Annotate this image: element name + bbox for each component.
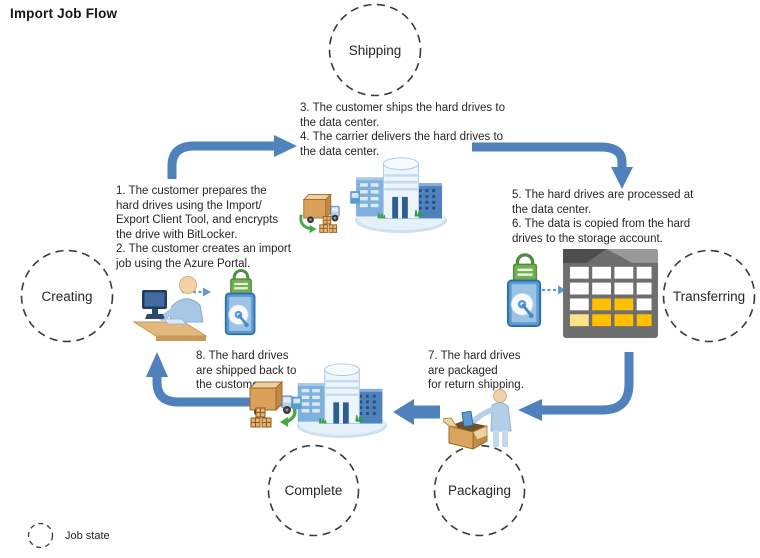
legend: Job state bbox=[27, 522, 110, 549]
packaging-person-icon bbox=[443, 389, 512, 450]
state-circle bbox=[662, 249, 756, 343]
storage-table-icon bbox=[563, 249, 658, 338]
step-text-ship-back: 8. The hard drives are shipped back to t… bbox=[196, 350, 297, 392]
customer-at-computer-icon bbox=[132, 276, 208, 341]
state-label-creating: Creating bbox=[41, 288, 93, 304]
state-creating: Creating bbox=[20, 249, 114, 343]
delivery-truck-icon bbox=[299, 193, 340, 234]
job-state-circle-icon bbox=[27, 522, 54, 549]
state-label-shipping: Shipping bbox=[348, 42, 402, 58]
encrypted-hard-drive-icon bbox=[224, 269, 256, 336]
state-label-packaging: Packaging bbox=[447, 483, 512, 498]
page-title: Import Job Flow bbox=[10, 6, 118, 21]
state-circle bbox=[267, 444, 360, 537]
step-text-ship-deliver: 3. The customer ships the hard drives to… bbox=[300, 102, 505, 158]
step-text-process-copy: 5. The hard drives are processed at the … bbox=[512, 189, 694, 245]
state-label-transferring: Transferring bbox=[672, 288, 746, 304]
state-label-complete: Complete bbox=[284, 483, 343, 498]
data-center-building-icon bbox=[292, 363, 388, 438]
state-circle bbox=[433, 444, 526, 537]
arrow-packaging-to-complete bbox=[393, 399, 440, 425]
arrow-creating-to-shipping bbox=[167, 135, 297, 179]
step-text-package-return: 7. The hard drives are packaged for retu… bbox=[428, 350, 524, 392]
state-transferring: Transferring bbox=[662, 249, 756, 343]
state-complete: Complete bbox=[267, 444, 360, 537]
data-center-building-icon bbox=[350, 157, 447, 234]
step-text-prepare-create: 1. The customer prepares the hard drives… bbox=[116, 185, 291, 270]
delivery-truck-icon bbox=[248, 380, 297, 428]
state-shipping: Shipping bbox=[328, 3, 422, 97]
state-circle bbox=[328, 3, 422, 97]
encrypted-hard-drive-icon bbox=[506, 253, 542, 328]
state-circle bbox=[20, 249, 114, 343]
state-packaging: Packaging bbox=[433, 444, 526, 537]
legend-label: Job state bbox=[65, 529, 110, 542]
